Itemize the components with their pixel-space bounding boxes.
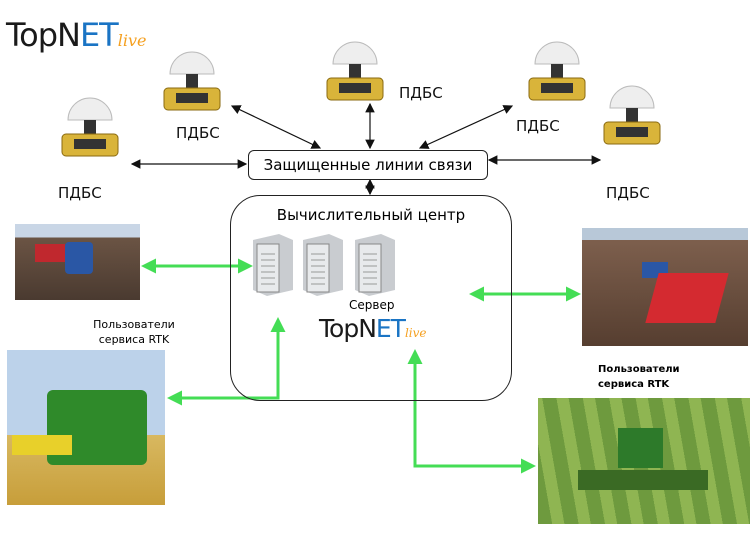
- tractor-photo: [15, 224, 140, 300]
- gnss-receiver-icon: [326, 41, 384, 101]
- seeder-photo: [582, 228, 748, 346]
- topnet-logo: TopNETlive: [319, 314, 427, 343]
- server-label: Сервер: [349, 298, 395, 312]
- mower-photo: [538, 398, 750, 524]
- users-label-right: Пользователи сервиса RTK: [598, 362, 680, 392]
- gnss-receiver-icon: [163, 51, 221, 111]
- servers: [253, 234, 395, 296]
- station-label: ПДБС: [606, 184, 650, 202]
- center-title: Вычислительный центр: [276, 206, 466, 224]
- users-label-left: Пользователи сервиса RTK: [80, 317, 188, 347]
- secure-links-box: Защищенные линии связи: [248, 150, 488, 180]
- computing-center-box: Вычислительный центр Сервер TopNETlive: [230, 195, 512, 401]
- users-label-line: Пользователи: [93, 318, 175, 331]
- gnss-receiver-icon: [603, 85, 661, 145]
- station-label: ПДБС: [399, 84, 443, 102]
- server-icon: [303, 234, 343, 296]
- topnet-logo: TopNETlive: [6, 16, 147, 54]
- server-icon: [253, 234, 293, 296]
- gnss-receiver-icon: [61, 97, 119, 157]
- harvester-photo: [7, 350, 165, 505]
- users-label-line: Пользователи: [598, 364, 680, 375]
- station-label: ПДБС: [58, 184, 102, 202]
- station-label: ПДБС: [176, 124, 220, 142]
- users-label-line: сервиса RTK: [598, 379, 670, 390]
- users-label-line: сервиса RTK: [98, 333, 170, 346]
- station-label: ПДБС: [516, 117, 560, 135]
- server-icon: [355, 234, 395, 296]
- gnss-receiver-icon: [528, 41, 586, 101]
